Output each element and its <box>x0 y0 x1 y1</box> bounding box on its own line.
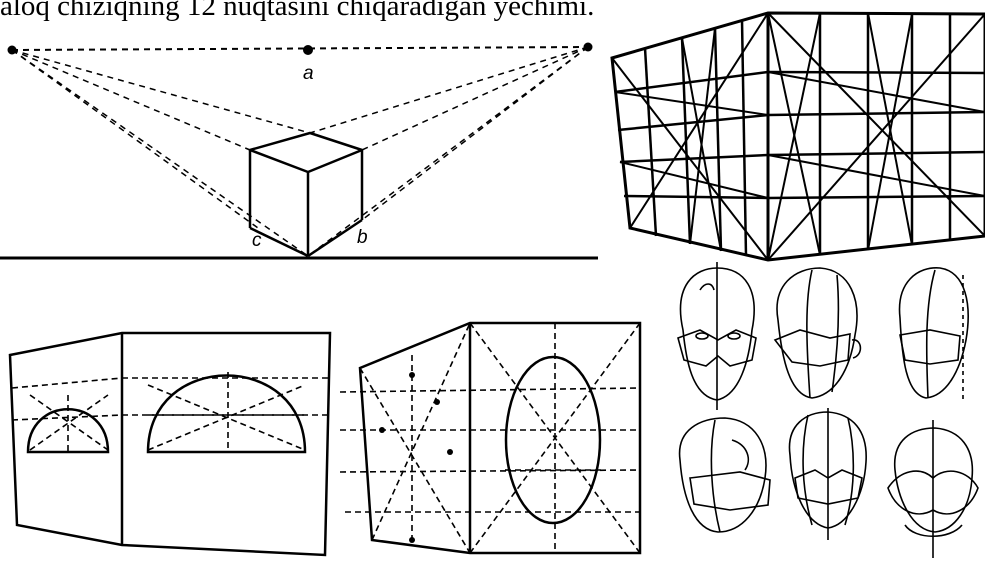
head-front-view <box>677 262 757 410</box>
grid-box-panel <box>610 11 985 262</box>
head-from-below-view <box>887 420 979 558</box>
ellipse-box-panel <box>339 321 642 555</box>
label-a: a <box>303 63 314 84</box>
perspective-ellipse <box>504 355 602 525</box>
caption-text: aloq chiziqning 12 nuqtasini chiqaradiga… <box>0 0 595 21</box>
head-side-view <box>898 267 969 400</box>
large-semicircle <box>146 374 307 454</box>
semicircles-box-outline <box>8 331 332 557</box>
head-top-view <box>788 408 867 540</box>
semicircles-guides <box>11 372 328 452</box>
head-tilted-down-view <box>678 417 771 533</box>
grid-diagonal-lines <box>611 12 985 261</box>
perspective-cube-panel <box>0 42 598 260</box>
label-c: c <box>252 230 262 251</box>
grid-box-outline <box>610 11 985 262</box>
label-b: b <box>357 227 368 248</box>
grid-vertical-lines <box>643 13 952 257</box>
head-studies-panel <box>677 262 979 558</box>
ellipse-box-dots <box>379 372 453 543</box>
horizon-line <box>11 46 589 51</box>
point-a-dot <box>303 45 313 55</box>
small-semicircle <box>26 408 110 454</box>
perspective-guide-lines <box>11 46 589 257</box>
head-three-quarter-view <box>773 267 862 399</box>
cube-outline <box>248 131 364 258</box>
semicircles-box-panel <box>8 331 332 557</box>
ellipse-box-guides <box>339 322 641 554</box>
